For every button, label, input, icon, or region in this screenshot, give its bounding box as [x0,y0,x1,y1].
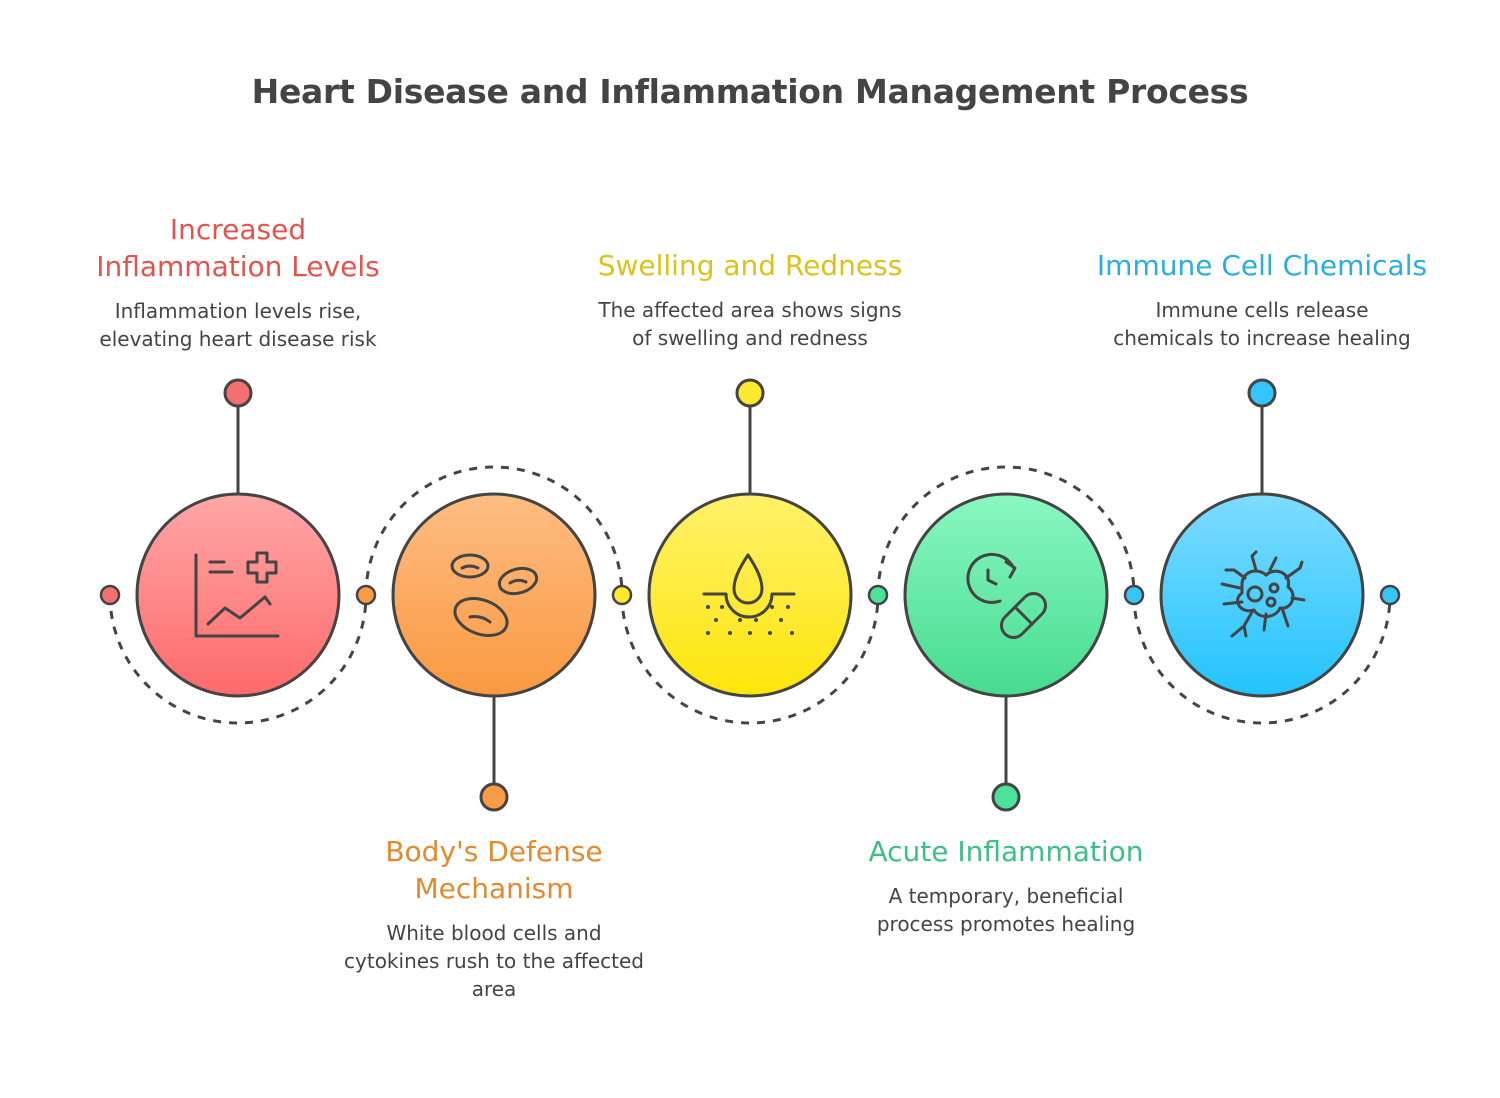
step-description-1: Inflammation levels rise, elevating hear… [68,297,408,353]
step-title-3: Swelling and Redness [560,247,940,284]
step-description-1-line-2: elevating heart disease risk [99,327,377,351]
pill-clock-icon [966,552,1047,639]
step-title-4-line-1: Acute Inflammation [868,835,1144,868]
step-block-3: Swelling and Redness The affected area s… [560,247,940,352]
step-title-1: Increased Inflammation Levels [68,211,408,285]
step-title-4: Acute Inflammation [816,833,1196,870]
chart-medical-cross-icon [194,551,280,638]
stem-dot [735,378,765,408]
step-description-4-line-1: A temporary, beneficial [888,884,1124,908]
step-description-5-line-2: chemicals to increase healing [1113,326,1411,350]
step-description-2-line-1: White blood cells and [386,921,602,945]
connector-dot [355,584,377,606]
stem-dot [1247,378,1277,408]
stem-dot [479,782,509,812]
arc-5 [1132,594,1392,725]
step-description-4: A temporary, beneficial process promotes… [816,882,1196,938]
step-description-4-line-2: process promotes healing [876,912,1136,936]
step-title-5-line-1: Immune Cell Chemicals [1096,249,1428,282]
step-description-2-line-2: cytokines rush to the affected [344,949,644,973]
stem-dot [223,378,253,408]
step-description-2: White blood cells and cytokines rush to … [324,919,664,1003]
step-description-1-line-1: Inflammation levels rise, [114,299,362,323]
step-circle-3 [647,492,853,698]
connector-dot [99,584,121,606]
step-title-2: Body's Defense Mechanism [324,833,664,907]
skin-drop-icon [702,553,796,619]
step-title-5: Immune Cell Chemicals [1072,247,1452,284]
step-description-3-line-2: of swelling and redness [632,326,868,350]
step-description-3: The affected area shows signs of swellin… [560,296,940,352]
step-circle-1 [135,492,341,698]
diagram-title: Heart Disease and Inflammation Managemen… [251,72,1249,111]
connector-dot [867,584,889,606]
arc-4 [876,465,1136,596]
connector-dot [611,584,633,606]
step-block-2: Body's Defense Mechanism White blood cel… [324,833,664,1003]
step-title-2-line-2: Mechanism [414,872,574,905]
step-title-2-line-1: Body's Defense [385,835,603,868]
step-block-1: Increased Inflammation Levels Inflammati… [68,211,408,353]
arc-2 [364,465,624,596]
step-block-4: Acute Inflammation A temporary, benefici… [816,833,1196,938]
step-circle-2 [391,492,597,698]
step-title-1-line-2: Inflammation Levels [96,250,380,283]
skin-pores [706,605,794,635]
step-block-5: Immune Cell Chemicals Immune cells relea… [1072,247,1452,352]
arc-1 [108,594,368,725]
step-title-1-line-1: Increased [169,213,307,246]
step-description-3-line-1: The affected area shows signs [598,298,902,322]
connector-dot [1123,584,1145,606]
step-description-5: Immune cells release chemicals to increa… [1072,296,1452,352]
arc-3 [620,594,880,725]
connector-arcs [108,465,1392,725]
stem-dot [991,782,1021,812]
connector-dot [1379,584,1401,606]
step-circle-4 [903,492,1109,698]
immune-cell-icon [1220,550,1306,638]
step-title-3-line-1: Swelling and Redness [597,249,903,282]
blood-cells-icon [450,553,539,637]
step-description-2-line-3: area [471,977,517,1001]
step-description-5-line-1: Immune cells release [1155,298,1369,322]
